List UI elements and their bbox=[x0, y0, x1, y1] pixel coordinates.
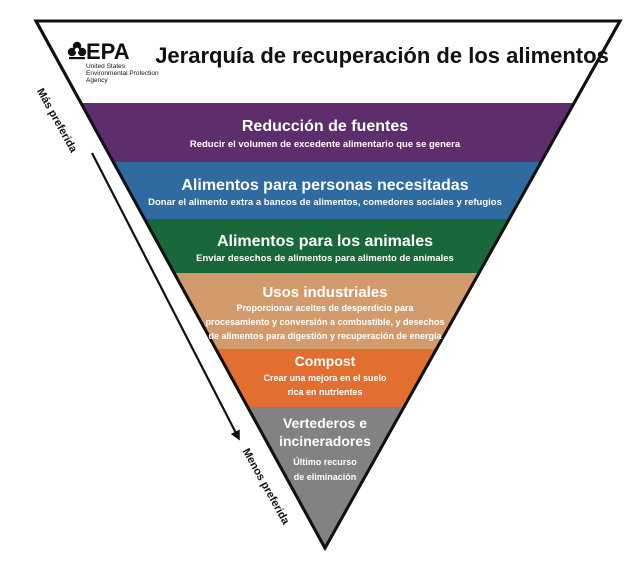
tier-heading-landfill-2: incineradores bbox=[279, 433, 371, 449]
epa-logo-text: EPA bbox=[86, 39, 130, 64]
epa-logo-line-1: United States bbox=[86, 63, 126, 70]
tier-heading-source-reduction: Reducción de fuentes bbox=[242, 118, 408, 135]
tier-heading-landfill-1: Vertederos e bbox=[283, 415, 367, 431]
tier-desc-composting-2: rica en nutrientes bbox=[287, 387, 362, 397]
page-title: Jerarquía de recuperación de los aliment… bbox=[155, 43, 609, 68]
tier-desc-feed-animals: Enviar desechos de alimentos para alimen… bbox=[196, 253, 454, 264]
epa-logo-line-2: Environmental Protection bbox=[86, 70, 159, 77]
epa-flower-icon bbox=[67, 41, 87, 60]
tier-desc-landfill-2: de eliminación bbox=[294, 472, 357, 482]
tier-band-source-reduction bbox=[36, 103, 620, 162]
tier-desc-industrial-uses-1: Proporcionar aceites de desperdicio para bbox=[236, 303, 414, 313]
tier-desc-composting-1: Crear una mejora en el suelo bbox=[263, 373, 387, 383]
tier-heading-composting: Compost bbox=[295, 353, 356, 369]
epa-logo: EPA United States Environmental Protecti… bbox=[67, 39, 159, 84]
tier-desc-industrial-uses-2: procesamiento y conversión a combustible… bbox=[205, 317, 444, 327]
arrow-label-most-preferred: Más preferida bbox=[34, 86, 80, 155]
tier-desc-landfill-1: Último recurso bbox=[293, 456, 357, 467]
tier-desc-source-reduction: Reducir el volumen de excedente alimenta… bbox=[190, 139, 461, 150]
preference-arrow bbox=[91, 152, 240, 441]
tier-desc-industrial-uses-3: de alimentos para digestión y recuperaci… bbox=[208, 331, 442, 341]
tier-heading-industrial-uses: Usos industriales bbox=[262, 284, 387, 301]
tier-heading-feed-animals: Alimentos para los animales bbox=[217, 233, 433, 250]
epa-logo-line-3: Agency bbox=[86, 77, 108, 84]
tier-heading-feed-people: Alimentos para personas necesitadas bbox=[181, 177, 468, 194]
tier-desc-feed-people: Donar el alimento extra a bancos de alim… bbox=[148, 197, 502, 208]
